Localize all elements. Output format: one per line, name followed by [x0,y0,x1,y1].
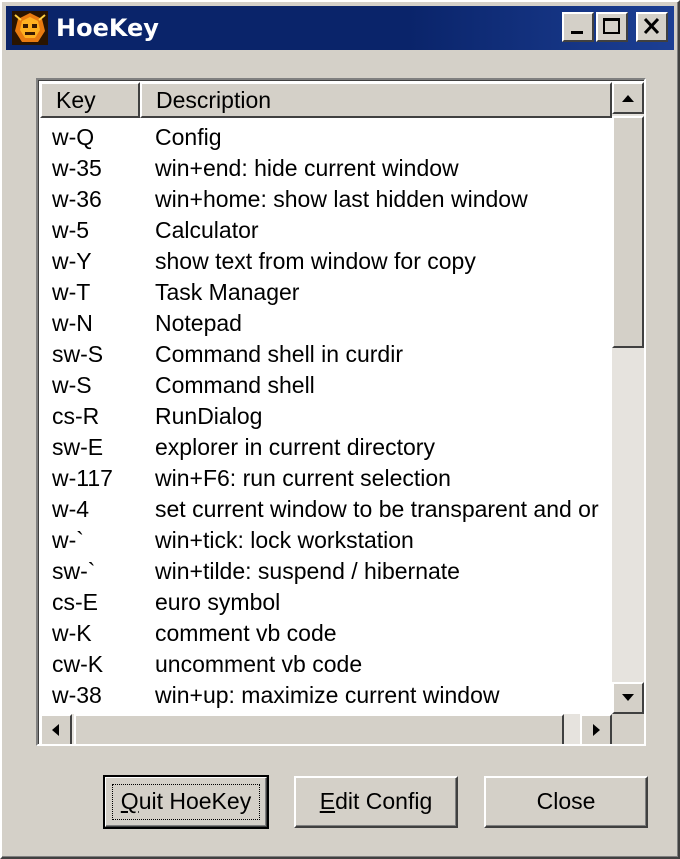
row-key: w-K [52,620,92,646]
row-key: w-Q [52,124,95,150]
list-row[interactable]: w-T Task Manager [40,277,612,308]
list-row[interactable]: w-N Notepad [40,308,612,339]
row-key: w-35 [52,155,102,181]
title-bar[interactable]: HoeKey [6,6,674,50]
row-description: RunDialog [155,403,263,429]
hoekey-app-icon[interactable] [12,11,48,45]
list-row[interactable]: cw-K uncomment vb code [40,649,612,680]
window-title: HoeKey [56,14,159,42]
quit-hoekey-button[interactable]: Quit HoeKey [103,775,269,829]
list-row[interactable]: w-36 win+home: show last hidden window [40,184,612,215]
scroll-up-button[interactable] [612,82,644,114]
arrow-down-icon [622,694,634,701]
scroll-down-button[interactable] [612,682,644,714]
column-header-key[interactable]: Key [40,82,140,118]
row-key: sw-S [52,341,104,367]
arrow-left-icon [52,724,59,736]
scroll-right-button[interactable] [580,714,612,744]
row-key: w-36 [52,186,102,212]
quit-mnemonic: Q [120,788,139,814]
row-description: Notepad [155,310,242,336]
list-row[interactable]: w-` win+tick: lock workstation [40,525,612,556]
row-description: Config [155,124,222,150]
row-description: Command shell in curdir [155,341,403,367]
row-description: win+tick: lock workstation [155,527,414,553]
row-key: w-38 [52,682,102,708]
list-row[interactable]: w-35 win+end: hide current window [40,153,612,184]
list-row[interactable]: w-5 Calculator [40,215,612,246]
list-rows: w-Q Config w-35 win+end: hide current wind… [40,122,612,712]
list-row[interactable]: w-Q Config [40,122,612,153]
row-description: win+home: show last hidden window [155,186,528,212]
row-description: Calculator [155,217,259,243]
row-key: w-N [52,310,93,336]
list-row[interactable]: sw-E explorer in current directory [40,432,612,463]
arrow-right-icon [593,724,600,736]
list-row[interactable]: w-117 win+F6: run current selection [40,463,612,494]
list-row[interactable]: cs-E euro symbol [40,587,612,618]
maximize-button[interactable] [596,12,628,42]
horizontal-scrollbar[interactable] [40,714,612,744]
list-row[interactable]: sw-S Command shell in curdir [40,339,612,370]
horizontal-scroll-thumb[interactable] [74,714,564,744]
minimize-button[interactable] [562,12,594,42]
row-description: set current window to be transparent and… [155,496,599,522]
row-key: cs-R [52,403,100,429]
scrollbar-corner [612,714,644,744]
edit-config-button[interactable]: Edit Config [294,776,458,828]
quit-label: uit HoeKey [138,788,252,814]
row-key: w-T [52,279,91,305]
row-key: w-S [52,372,92,398]
row-description: win+F6: run current selection [155,465,451,491]
row-description: Command shell [155,372,315,398]
row-description: show text from window for copy [155,248,476,274]
list-row[interactable]: w-38 win+up: maximize current window [40,680,612,711]
minimize-icon [571,31,583,34]
row-key: w-117 [52,465,113,491]
row-description: win+up: maximize current window [155,682,500,708]
row-description: explorer in current directory [155,434,435,460]
row-key: w-` [52,527,84,553]
vertical-scroll-thumb[interactable] [612,116,644,348]
close-label: Close [536,788,596,814]
list-row[interactable]: w-K comment vb code [40,618,612,649]
close-button[interactable]: Close [484,776,648,828]
row-description: euro symbol [155,589,281,615]
column-header-description[interactable]: Description [140,82,612,118]
edit-label: dit Config [335,788,433,814]
edit-mnemonic: E [319,788,336,814]
row-description: win+tilde: suspend / hibernate [155,558,460,584]
row-description: uncomment vb code [155,651,363,677]
arrow-up-icon [622,95,634,102]
row-key: w-Y [52,248,92,274]
scroll-left-button[interactable] [40,714,72,744]
list-row[interactable]: w-S Command shell [40,370,612,401]
close-icon [643,17,660,35]
row-key: cs-E [52,589,98,615]
row-key: sw-` [52,558,96,584]
vertical-scrollbar[interactable] [612,82,644,714]
row-key: w-4 [52,496,90,522]
row-description: comment vb code [155,620,337,646]
list-row[interactable]: w-4 set current window to be transparent … [40,494,612,525]
row-key: sw-E [52,434,104,460]
list-row[interactable]: cs-R RunDialog [40,401,612,432]
row-key: w-5 [52,217,90,243]
row-description: Task Manager [155,279,300,305]
row-description: win+end: hide current window [155,155,459,181]
focus-rectangle [112,784,260,820]
maximize-icon [603,18,620,34]
hotkey-list[interactable]: Key Description w-Q Config w-35 win+end: h… [36,78,646,746]
row-key: cw-K [52,651,104,677]
list-header: Key Description [40,82,612,118]
list-row[interactable]: w-Y show text from window for copy [40,246,612,277]
close-window-button[interactable] [636,12,668,42]
list-row[interactable]: sw-` win+tilde: suspend / hibernate [40,556,612,587]
